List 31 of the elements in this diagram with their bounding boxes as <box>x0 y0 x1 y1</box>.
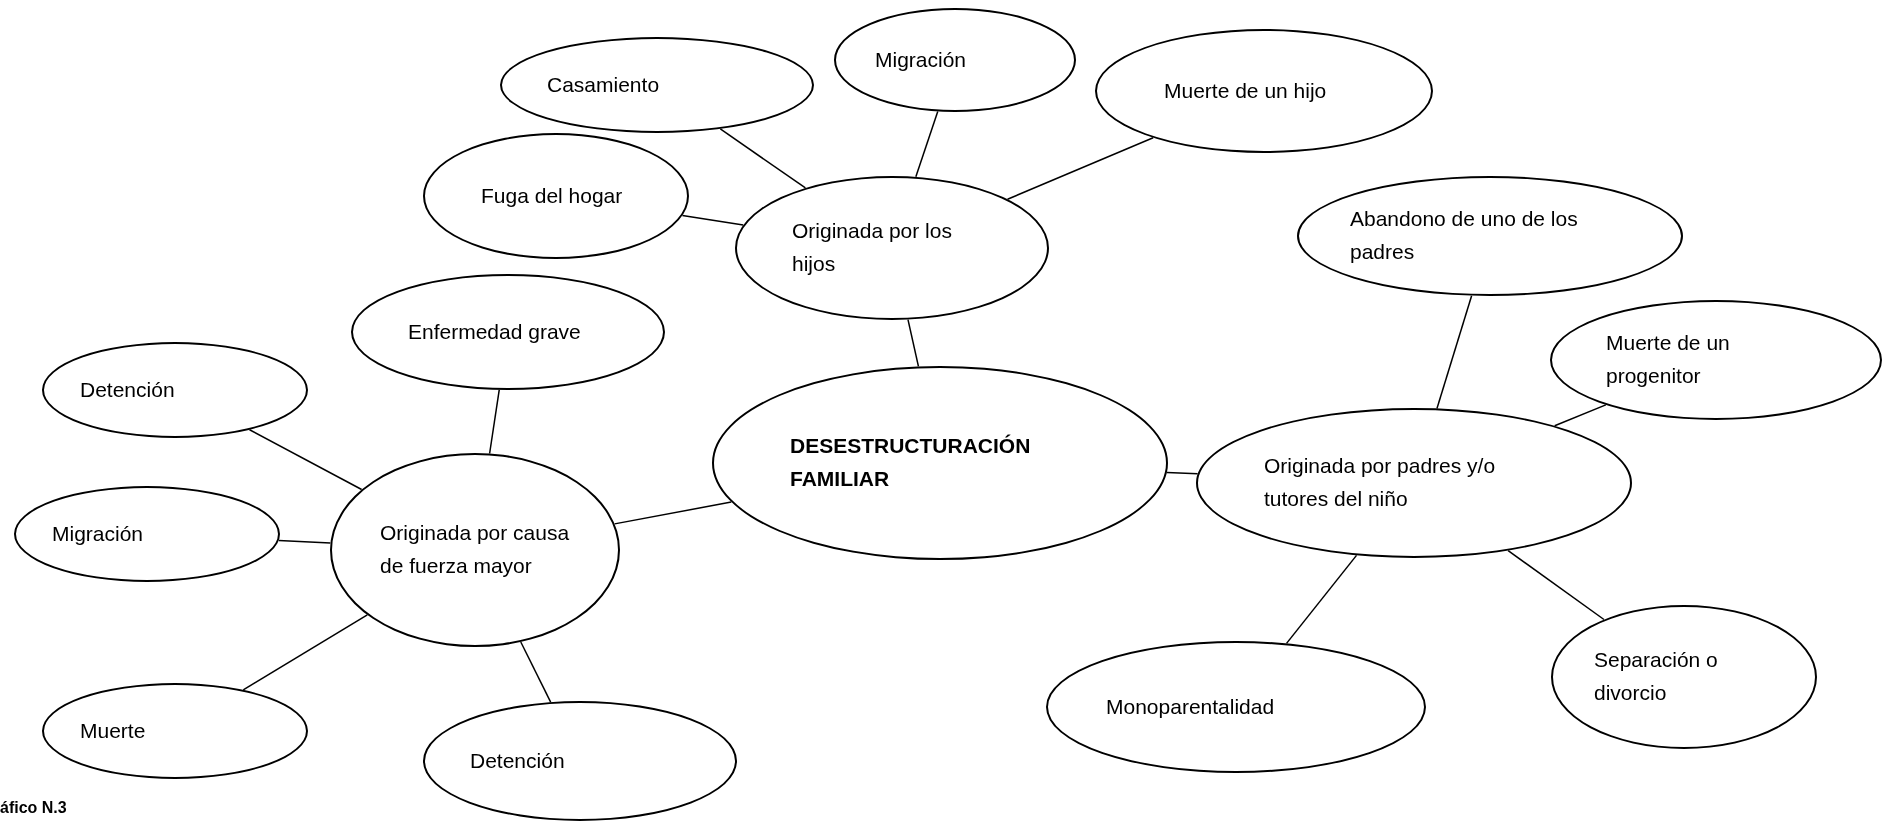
connector-line <box>248 429 363 491</box>
node-text: Originada por los hijos <box>792 218 953 277</box>
connector-line <box>1507 549 1605 621</box>
connector-line <box>1006 137 1154 200</box>
node-text: Muerte de un progenitor <box>1606 330 1731 389</box>
node-text: Migración <box>875 46 968 73</box>
node-text: Fuga del hogar <box>481 182 624 209</box>
connector-line <box>520 641 552 703</box>
connector-line <box>915 110 939 178</box>
node-text: Originada por padres y/o tutores del niño <box>1264 453 1497 512</box>
figure-caption: áfico N.3 <box>0 798 67 818</box>
node-text: DESESTRUCTURACIÓN FAMILIAR <box>790 433 1032 492</box>
connector-line <box>278 539 332 544</box>
connector-line <box>1553 404 1607 427</box>
node-text: Detención <box>470 747 566 774</box>
node-text: Detención <box>80 376 176 403</box>
connector-line <box>242 614 369 691</box>
node-text: Casamiento <box>547 71 661 98</box>
node-text: Migración <box>52 520 145 547</box>
connector-line <box>719 128 807 189</box>
node-text: Abandono de uno de los padres <box>1350 206 1579 265</box>
node-text: Originada por causa de fuerza mayor <box>380 520 570 579</box>
connector-line <box>907 318 920 368</box>
node-text: Separación o divorcio <box>1594 647 1719 706</box>
connector-line <box>1436 295 1473 410</box>
node-text: Muerte de un hijo <box>1164 77 1328 104</box>
node-text: Muerte <box>80 717 147 744</box>
connector-line <box>488 389 500 455</box>
connector-line <box>681 214 744 226</box>
node-text: Enfermedad grave <box>408 318 582 345</box>
node-text: Monoparentalidad <box>1106 693 1276 720</box>
